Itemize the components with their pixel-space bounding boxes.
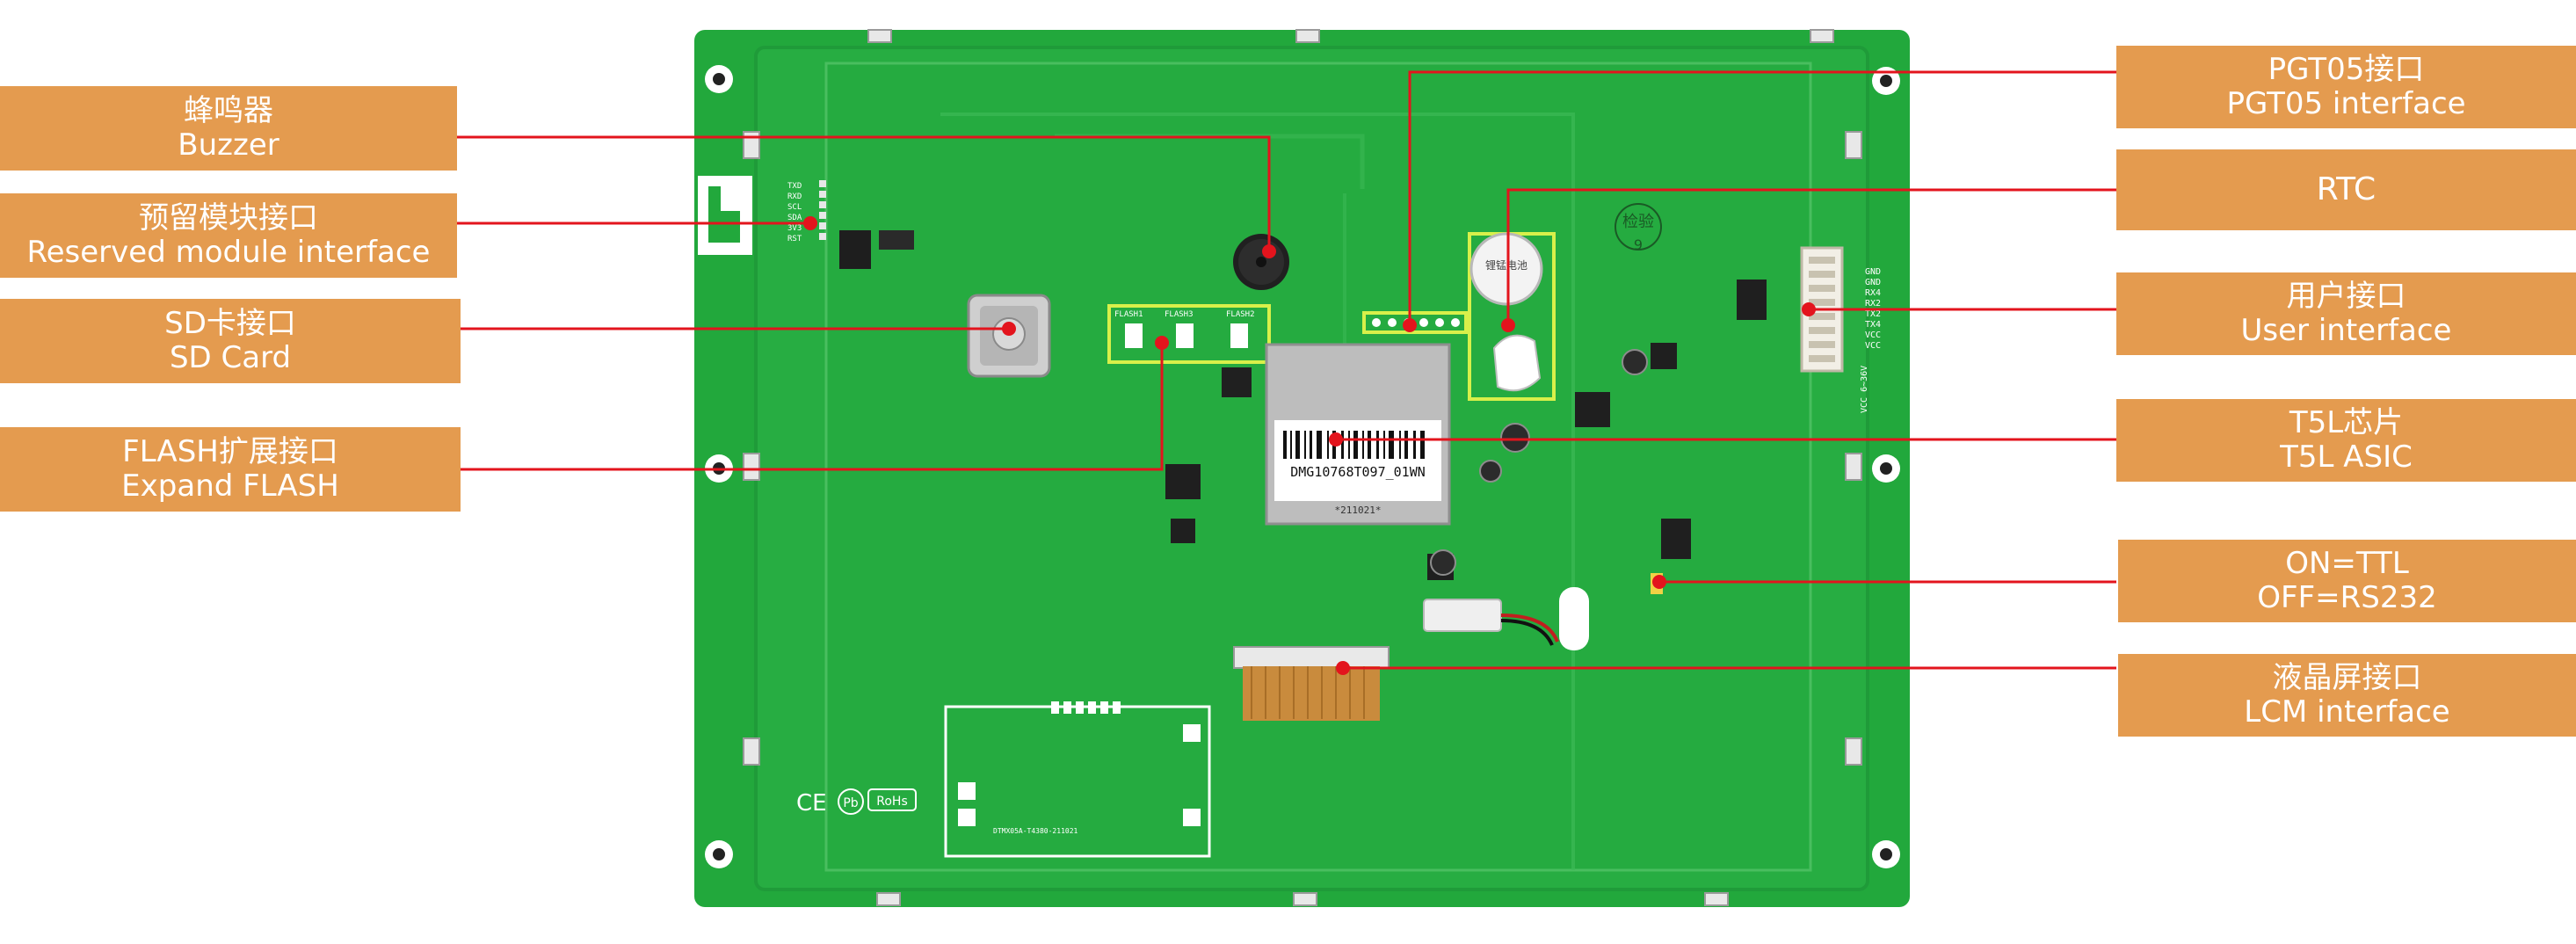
callout-en: OFF=RS232 xyxy=(2257,580,2437,615)
lcd-connector-icon xyxy=(1233,646,1390,721)
svg-text:3V3: 3V3 xyxy=(787,224,802,233)
callout-en: RTC xyxy=(2316,171,2376,208)
svg-text:RX4: RX4 xyxy=(1865,288,1881,298)
callout-zh: 预留模块接口 xyxy=(139,200,318,236)
sd-pin-dot xyxy=(1002,322,1016,336)
callout-pgt05: PGT05接口 PGT05 interface xyxy=(2116,46,2576,128)
svg-text:VCC 6~36V: VCC 6~36V xyxy=(1860,366,1869,413)
rohs-mark-icon: RoHs xyxy=(867,788,917,811)
ce-mark-icon: CE xyxy=(796,790,827,817)
pgt05-pin-dot xyxy=(1403,318,1417,332)
svg-text:CE: CE xyxy=(796,790,827,817)
callout-lcm: 液晶屏接口 LCM interface xyxy=(2118,654,2576,737)
leader-lines-left xyxy=(457,135,1271,471)
svg-text:*211021*: *211021* xyxy=(1335,505,1382,516)
callout-sd-card: SD卡接口 SD Card xyxy=(0,299,461,383)
svg-text:VCC: VCC xyxy=(1865,330,1881,340)
svg-text:RST: RST xyxy=(787,235,802,243)
svg-text:Pb: Pb xyxy=(843,796,858,810)
callout-zh: ON=TTL xyxy=(2285,545,2409,581)
callout-buzzer: 蜂鸣器 Buzzer xyxy=(0,86,457,171)
callout-zh: T5L芯片 xyxy=(2289,404,2404,440)
callout-rtc: RTC xyxy=(2116,149,2576,230)
callout-en: SD Card xyxy=(169,340,292,375)
svg-text:FLASH3: FLASH3 xyxy=(1165,310,1194,319)
svg-text:TX2: TX2 xyxy=(1865,309,1881,319)
lcm-pin-dot xyxy=(1336,661,1350,675)
callout-zh: PGT05接口 xyxy=(2268,51,2425,87)
callout-en: LCM interface xyxy=(2244,694,2450,730)
leader-lines-right xyxy=(1336,70,2116,670)
mounting-hole-icon xyxy=(705,840,733,868)
svg-text:DTMX05A-T4380-211021: DTMX05A-T4380-211021 xyxy=(993,827,1078,835)
t5l-chip-icon: DMG10768T097_01WN *211021* xyxy=(1265,343,1451,526)
reserved-header-pins: TXD RXD SCL SDA 3V3 RST xyxy=(787,182,802,243)
svg-text:RX2: RX2 xyxy=(1865,299,1881,309)
mounting-hole-icon xyxy=(1872,454,1900,483)
svg-text:FLASH2: FLASH2 xyxy=(1226,310,1255,319)
svg-text:FLASH1: FLASH1 xyxy=(1114,310,1143,319)
svg-text:TX4: TX4 xyxy=(1865,320,1881,330)
mounting-hole-icon xyxy=(705,65,733,93)
svg-text:DMG10768T097_01WN: DMG10768T097_01WN xyxy=(1290,464,1426,480)
svg-text:检验: 检验 xyxy=(1622,213,1654,231)
pb-free-icon: Pb xyxy=(838,788,864,815)
svg-text:GND: GND xyxy=(1865,278,1881,287)
inspection-stamp: 检验 9 xyxy=(1615,203,1662,253)
svg-text:9: 9 xyxy=(1634,236,1643,253)
callout-en: T5L ASIC xyxy=(2280,439,2413,475)
callout-ttl-rs232: ON=TTL OFF=RS232 xyxy=(2118,540,2576,622)
callout-user-interface: 用户接口 User interface xyxy=(2116,272,2576,355)
callout-en: User interface xyxy=(2240,313,2452,348)
callout-expand-flash: FLASH扩展接口 Expand FLASH xyxy=(0,427,461,512)
switch-pin-dot xyxy=(1652,575,1666,589)
callout-zh: 用户接口 xyxy=(2286,278,2406,314)
svg-text:RXD: RXD xyxy=(787,192,802,201)
callout-t5l-asic: T5L芯片 T5L ASIC xyxy=(2116,399,2576,482)
flash-pin-dot xyxy=(1155,336,1169,350)
callout-zh: 液晶屏接口 xyxy=(2272,659,2422,695)
svg-text:TXD: TXD xyxy=(787,182,802,191)
callout-zh: 蜂鸣器 xyxy=(184,92,273,128)
mounting-hole-icon xyxy=(1872,840,1900,868)
callout-en: Expand FLASH xyxy=(121,468,339,504)
svg-text:VCC: VCC xyxy=(1865,341,1881,351)
rtc-pin-dot xyxy=(1501,318,1515,332)
svg-text:SCL: SCL xyxy=(787,203,802,212)
buzzer-pin-dot xyxy=(1262,244,1276,258)
callout-en: PGT05 interface xyxy=(2226,86,2466,121)
svg-text:锂锰电池: 锂锰电池 xyxy=(1485,258,1527,272)
pgt05-highlight-box xyxy=(1362,311,1468,334)
svg-text:RoHs: RoHs xyxy=(876,795,908,809)
user-connector-pins: GND GND RX4 RX2 TX2 TX4 VCC VCC xyxy=(1865,267,1881,351)
callout-zh: FLASH扩展接口 xyxy=(122,433,338,469)
t5l-pin-dot xyxy=(1329,432,1343,447)
callout-reserved-module: 预留模块接口 Reserved module interface xyxy=(0,193,457,278)
svg-text:GND: GND xyxy=(1865,267,1881,277)
rtc-battery-icon: 锂锰电池 xyxy=(1469,232,1543,392)
svg-text:SDA: SDA xyxy=(787,214,802,222)
callout-zh: SD卡接口 xyxy=(164,305,296,341)
user-pin-dot xyxy=(1802,302,1816,316)
reserved-pin-dot xyxy=(803,216,817,230)
callout-en: Reserved module interface xyxy=(26,235,431,270)
buzzer-icon xyxy=(1233,234,1289,290)
mounting-hole-icon xyxy=(1872,67,1900,95)
callout-en: Buzzer xyxy=(178,127,279,163)
flash-highlight-box xyxy=(1107,304,1271,364)
